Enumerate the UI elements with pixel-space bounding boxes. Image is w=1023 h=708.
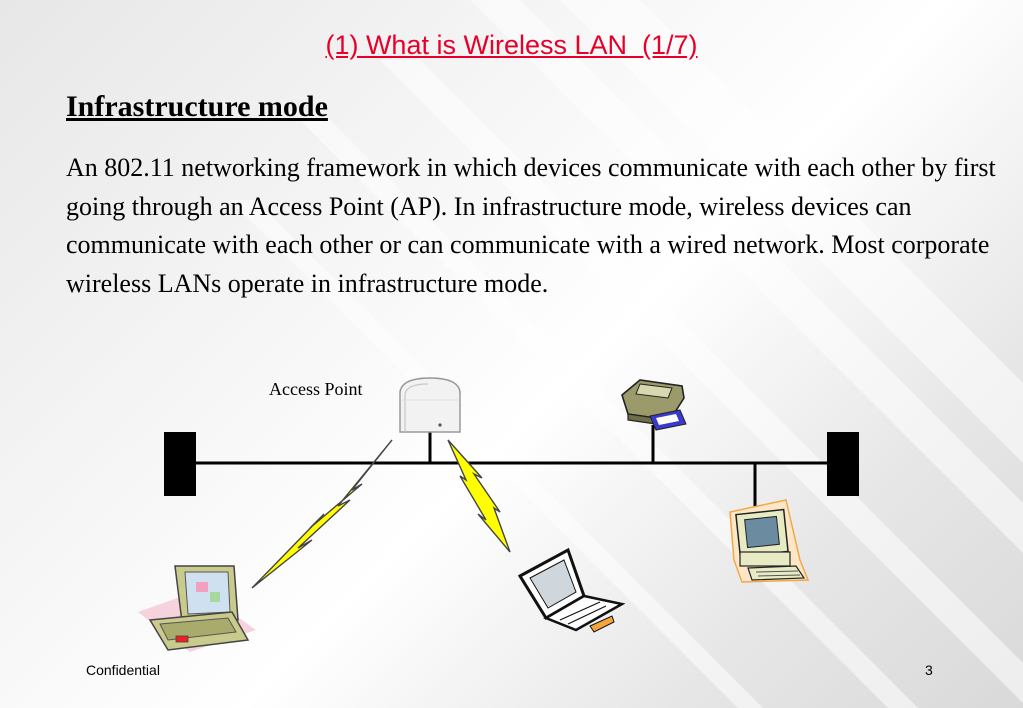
access-point-icon [399,377,461,433]
notebook-computer-icon [517,547,626,633]
left-terminator [164,432,196,496]
laptop-icon [138,565,256,652]
printer-icon [621,379,687,431]
body-paragraph: An 802.11 networking framework in which … [66,153,996,298]
right-terminator [827,432,859,496]
footer-confidential: Confidential [86,662,160,678]
access-point-label: Access Point [269,379,363,399]
section-heading: Infrastructure mode [66,90,328,123]
lightning-bolt-icon [251,439,511,589]
desktop-computer-icon [729,499,810,583]
page-number: 3 [925,662,933,678]
slide-title: (1) What is Wireless LAN (1/7) [325,30,698,60]
